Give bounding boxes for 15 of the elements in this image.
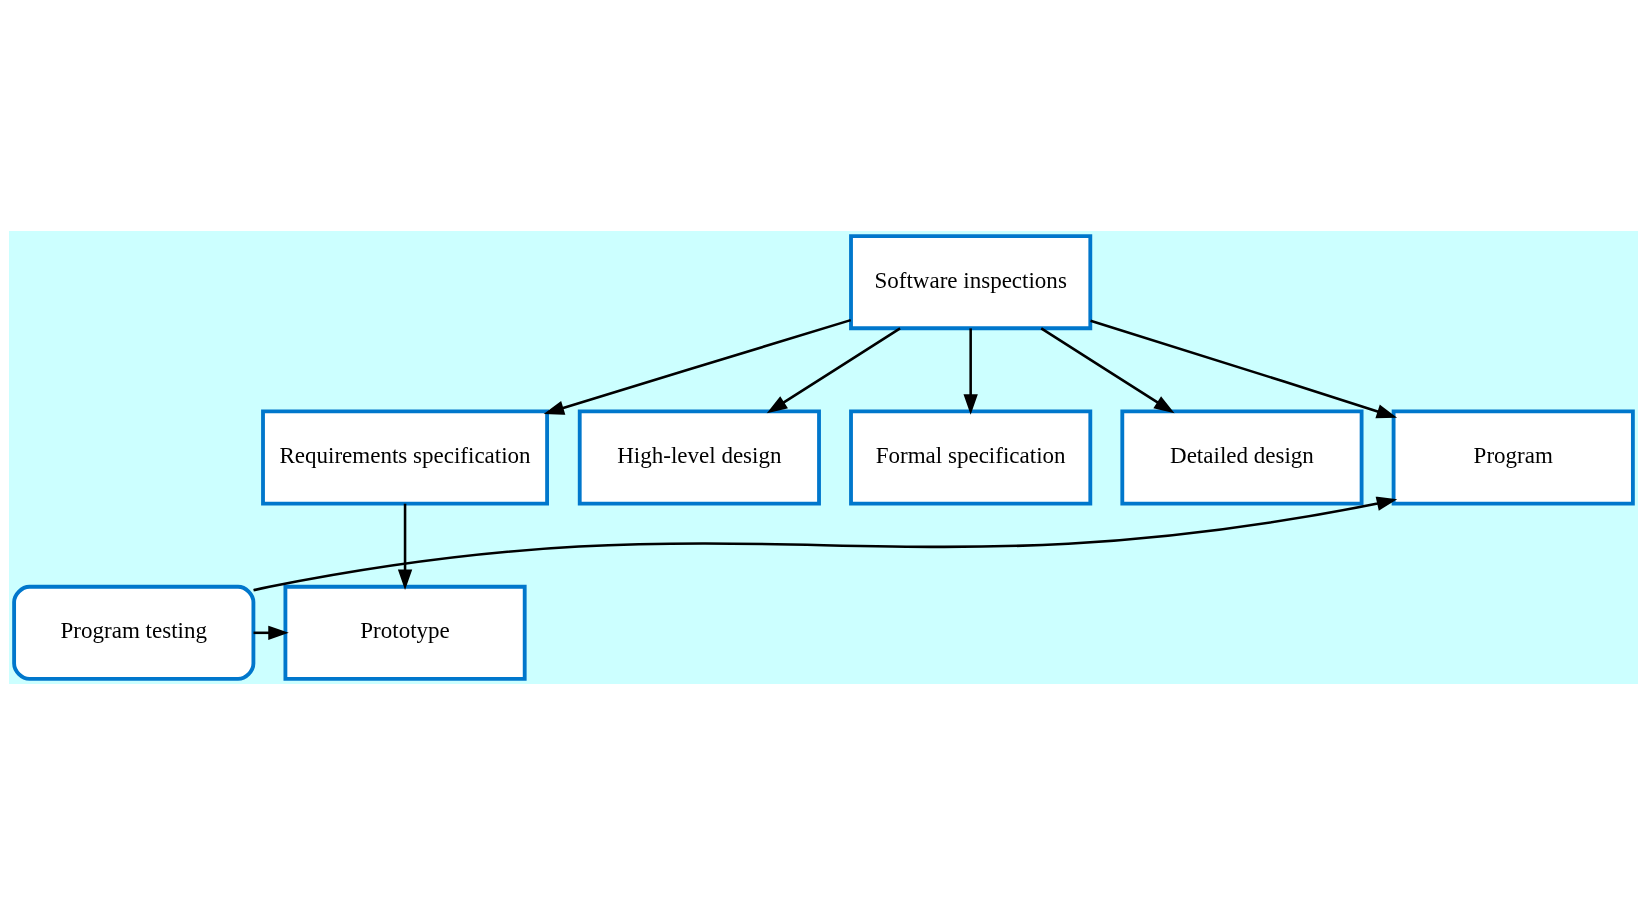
arrow bbox=[543, 318, 852, 415]
arrow bbox=[1090, 318, 1398, 418]
arrow bbox=[963, 327, 978, 415]
node-box: Formal specification bbox=[849, 409, 1093, 505]
arrow bbox=[253, 496, 1398, 591]
node-box: Software inspections bbox=[849, 233, 1093, 330]
node-box: Detailed design bbox=[1120, 409, 1364, 505]
node-box: High-level design bbox=[577, 409, 821, 505]
arrow bbox=[766, 326, 901, 413]
node-box: Requirements specification bbox=[261, 409, 549, 505]
node-box: Program bbox=[1391, 409, 1635, 505]
node-box: Program testing bbox=[12, 584, 256, 681]
arrow bbox=[1040, 326, 1175, 413]
arrow bbox=[397, 503, 413, 590]
node-box: Prototype bbox=[283, 584, 527, 681]
